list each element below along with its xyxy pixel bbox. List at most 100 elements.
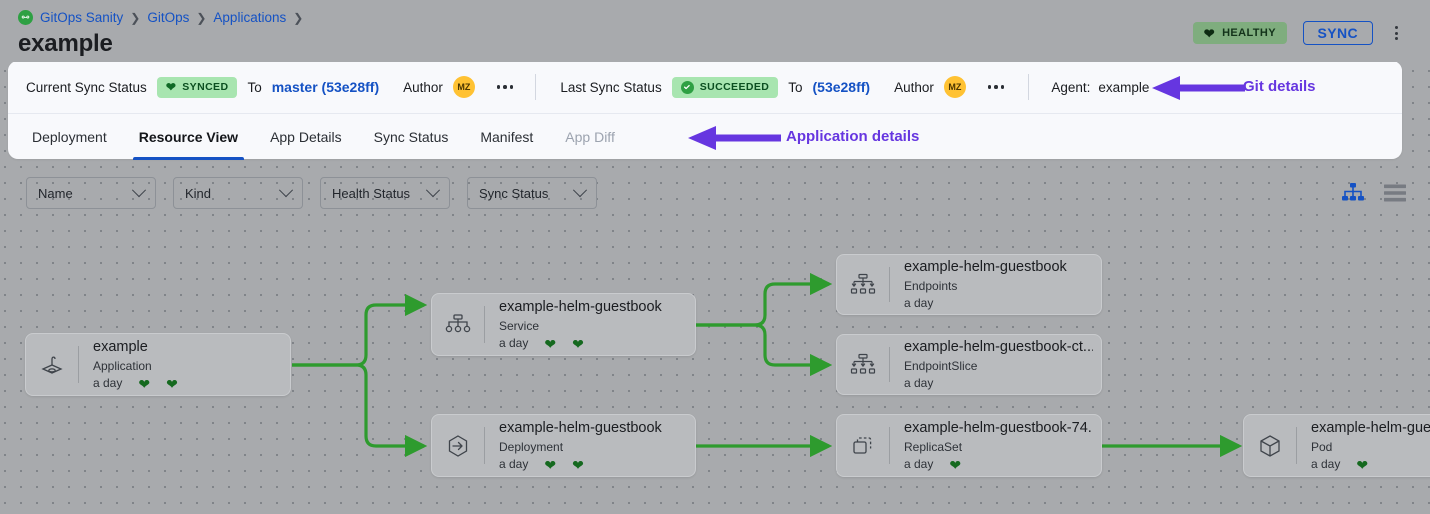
last-to-label: To [788,79,803,95]
node-meta: a day ❤ ❤ [499,457,687,472]
tab-resource-view[interactable]: Resource View [123,114,254,160]
application-icon [26,334,78,395]
node-age: a day [904,457,934,471]
annotation-arrow-application-details [688,126,781,150]
node-age: a day [1311,457,1341,471]
last-revision-link[interactable]: (53e28ff) [812,79,871,95]
node-age: a day [93,376,123,390]
breadcrumb: GitOps Sanity ❯ GitOps ❯ Applications ❯ [18,10,303,25]
last-sync-overflow-icon[interactable] [987,85,1005,89]
node-age: a day [904,376,934,390]
filter-sync-status-label: Sync Status [479,185,549,201]
agent-value: example [1098,79,1150,95]
heart-icon: ❤ [138,375,151,391]
breadcrumb-item-applications[interactable]: Applications [213,10,287,25]
current-sync-status-badge: ❤ SYNCED [156,76,238,98]
node-body: example-helm-guestbook Deployment a day … [485,419,695,472]
annotation-label-application-details: Application details [786,128,920,145]
current-author-label: Author [403,79,443,95]
divider [484,427,485,464]
node-kind: Deployment [499,440,564,454]
edge-app-deployment [292,363,428,458]
filter-health-status[interactable]: Health Status [320,177,450,209]
divider [889,427,890,464]
heart-icon: ❤ [544,456,557,472]
tab-sync-status[interactable]: Sync Status [373,129,449,145]
tab-bar: Deployment Resource View App Details Syn… [8,113,1402,160]
edge-service-endpoints [696,272,833,327]
pod-icon [1244,415,1296,476]
node-body: example-helm-guest Pod a day ❤ [1297,419,1430,472]
graph-node-pod[interactable]: example-helm-guest Pod a day ❤ [1243,414,1430,477]
node-kind: Application [93,359,152,373]
node-title: example-helm-guest [1311,420,1430,436]
filter-sync-status[interactable]: Sync Status [467,177,597,209]
node-body: example-helm-guestbook-ct... EndpointSli… [890,338,1101,391]
heart-icon: ❤ [166,375,178,391]
breadcrumb-item-gitops[interactable]: GitOps [147,10,190,25]
node-meta: a day ❤ ❤ [93,376,282,391]
health-status-label: HEALTHY [1222,27,1276,39]
current-sync-overflow-icon[interactable] [496,85,514,89]
avatar: MZ [452,76,475,98]
current-revision-link[interactable]: master (53e28ff) [271,79,380,95]
graph-node-deployment[interactable]: example-helm-guestbook Deployment a day … [431,414,696,477]
kebab-menu-icon[interactable] [1388,22,1404,44]
filter-name[interactable]: Name [26,177,156,209]
heart-icon: ❤ [949,456,962,472]
filter-bar: Name Kind Health Status Sync Status [26,177,597,209]
service-icon [432,294,484,355]
tab-deployment[interactable]: Deployment [32,129,107,145]
heart-icon: ❤ [544,335,557,351]
filter-kind[interactable]: Kind [173,177,303,209]
health-status-badge: ❤ HEALTHY [1192,22,1287,44]
heart-icon: ❤ [1356,456,1369,472]
node-age: a day [904,296,934,310]
divider [78,346,79,383]
graph-node-endpointslice[interactable]: example-helm-guestbook-ct... EndpointSli… [836,334,1102,395]
node-meta: a day ❤ [904,457,1093,472]
chevron-down-icon [131,183,147,198]
graph-node-endpoints[interactable]: example-helm-guestbook Endpoints a day [836,254,1102,315]
endpointslice-icon [837,335,889,394]
node-age: a day [499,457,529,471]
edge-app-service [292,293,428,367]
node-body: example-helm-guestbook-74... ReplicaSet … [890,419,1101,472]
breadcrumb-separator-icon: ❯ [130,10,141,25]
tab-manifest[interactable]: Manifest [480,129,534,145]
chevron-down-icon [425,183,441,198]
last-sync-status-label: Last Sync Status [560,79,662,95]
list-view-icon[interactable] [1384,184,1406,202]
node-kind: Endpoints [904,279,958,293]
node-kind: EndpointSlice [904,359,978,373]
node-title: example-helm-guestbook [904,259,1067,275]
agent-label: Agent: [1051,79,1091,95]
breadcrumb-item-gitops-sanity[interactable]: GitOps Sanity [40,10,124,25]
graph-node-replicaset[interactable]: example-helm-guestbook-74... ReplicaSet … [836,414,1102,477]
divider [889,346,890,383]
current-sync-status-group: Current Sync Status ❤ SYNCED To master (… [26,76,514,98]
divider [1296,427,1297,464]
tree-view-icon[interactable] [1342,183,1364,203]
avatar: MZ [943,76,966,98]
node-body: example-helm-guestbook Service a day ❤ ❤ [485,298,695,351]
filter-health-status-label: Health Status [332,185,411,201]
chevron-down-icon [278,183,294,198]
deployment-icon [432,415,484,476]
graph-node-application[interactable]: example Application a day ❤ ❤ [25,333,291,396]
gitops-logo-icon [18,10,33,25]
tab-app-details[interactable]: App Details [270,129,342,145]
graph-node-service[interactable]: example-helm-guestbook Service a day ❤ ❤ [431,293,696,356]
node-body: example Application a day ❤ ❤ [79,338,290,391]
current-to-label: To [247,79,262,95]
heart-icon: ❤ [572,335,584,351]
node-kind: Pod [1311,440,1333,454]
divider [889,266,890,303]
divider [535,74,537,100]
last-sync-status-group: Last Sync Status SUCCEEDED To (53e28ff) … [560,76,1005,98]
node-age: a day [499,336,529,350]
sync-button[interactable]: SYNC [1302,21,1373,45]
node-kind: ReplicaSet [904,440,963,454]
edge-service-endpointslice [696,323,833,377]
